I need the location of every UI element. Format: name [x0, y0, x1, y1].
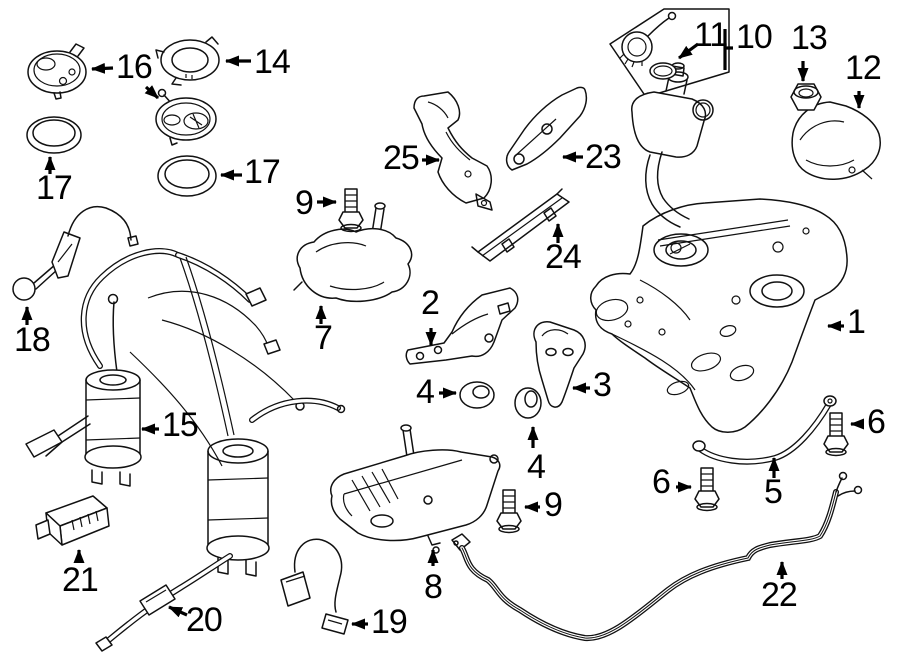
grommet-a — [459, 381, 495, 409]
callout-label-17b: 17 — [244, 153, 281, 191]
fuel-cap — [619, 11, 677, 80]
callout-label-1: 1 — [847, 303, 866, 341]
callout-arrows — [21, 29, 865, 630]
bolt-6a — [694, 467, 720, 512]
fuel-pump-module-2 — [206, 438, 270, 577]
callout-label-11: 11 — [694, 16, 728, 54]
callout-label-7: 7 — [314, 319, 333, 357]
skid-plate — [330, 424, 501, 554]
arrow-20 — [168, 605, 188, 618]
filler-neck — [631, 62, 714, 228]
callout-label-2: 2 — [421, 284, 440, 322]
callout-label-15: 15 — [162, 406, 199, 444]
filler-bracket — [505, 86, 588, 171]
callout-label-24: 24 — [545, 238, 582, 276]
seal-ring-b — [157, 155, 217, 197]
fuel-cap-callout-box — [609, 8, 730, 98]
fuel-pump-module — [25, 293, 142, 487]
callout-label-19: 19 — [371, 603, 408, 641]
bolt-6b — [823, 412, 849, 457]
shield-3 — [533, 321, 586, 408]
callout-label-6a: 6 — [652, 463, 671, 501]
fuel-tank — [590, 198, 848, 433]
callout-label-12: 12 — [845, 49, 882, 87]
filler-shield — [791, 101, 881, 180]
callout-label-9a: 9 — [295, 184, 314, 222]
callout-label-17a: 17 — [36, 169, 73, 207]
seal-ring-a — [26, 116, 82, 154]
fuel-level-sender — [12, 206, 139, 301]
callout-label-25: 25 — [383, 139, 420, 177]
callout-label-3: 3 — [593, 366, 612, 404]
harness-connector-20 — [95, 553, 233, 652]
callout-label-4b: 4 — [527, 448, 546, 486]
lock-ring — [155, 36, 220, 86]
callout-label-14: 14 — [254, 43, 291, 81]
callout-label-21: 21 — [62, 561, 99, 599]
callout-label-10: 10 — [736, 18, 773, 56]
leader-10 — [723, 29, 733, 70]
callout-label-22: 22 — [761, 576, 798, 614]
fuel-lines — [451, 471, 863, 642]
bolt-9a — [338, 188, 364, 233]
arrow-11 — [678, 42, 699, 60]
filler-nut — [790, 83, 822, 111]
callout-label-5: 5 — [764, 473, 783, 511]
pump-flange-a — [27, 43, 87, 100]
callout-label-8: 8 — [424, 568, 443, 606]
pump-flange-b — [155, 88, 217, 146]
callout-label-4a: 4 — [416, 373, 435, 411]
bolt-9b — [496, 489, 522, 534]
control-module — [35, 495, 110, 546]
heat-shield-upper — [413, 91, 493, 211]
callout-label-20: 20 — [186, 601, 223, 639]
callout-label-23: 23 — [585, 138, 622, 176]
pump-harness — [80, 248, 346, 467]
arrow-16a — [91, 62, 114, 74]
callout-label-9b: 9 — [544, 486, 563, 524]
callout-label-16: 16 — [116, 48, 153, 86]
callout-label-6b: 6 — [867, 403, 886, 441]
callout-label-13: 13 — [791, 19, 828, 57]
arrow-16b — [144, 85, 160, 100]
bracket-7 — [293, 202, 413, 303]
callout-label-18: 18 — [14, 321, 51, 359]
grommet-b — [514, 387, 542, 419]
sensor-19 — [280, 538, 349, 635]
support-rail — [471, 188, 570, 262]
